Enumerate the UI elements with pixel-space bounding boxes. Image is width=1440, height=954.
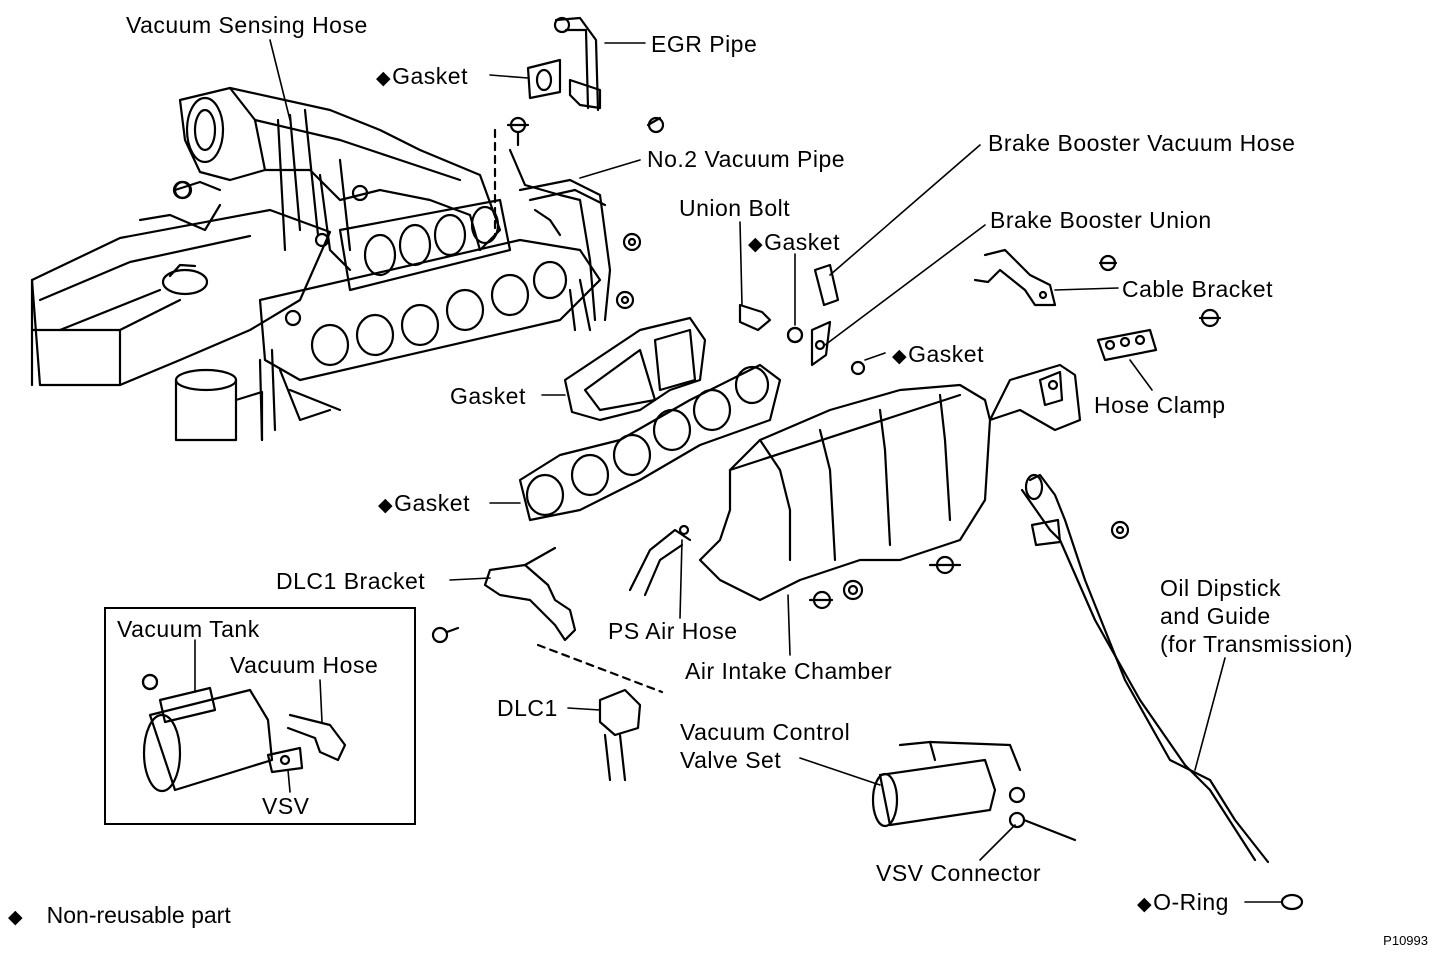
- label-gasket-plain: Gasket: [450, 383, 526, 409]
- label-oil-dipstick-3: (for Transmission): [1160, 631, 1354, 657]
- non-reusable-icon: ◆: [748, 234, 764, 255]
- label-dlc1: DLC1: [497, 695, 558, 721]
- ps-air-hose-part: [628, 524, 692, 597]
- label-vacuum-control-1: Vacuum Control: [680, 719, 851, 745]
- gasket-plenum: [563, 316, 707, 422]
- non-reusable-icon: ◆: [1137, 894, 1153, 915]
- label-gasket-manifold: ◆Gasket: [378, 490, 470, 516]
- bolts: [141, 116, 1222, 691]
- legend: ◆ Non-reusable part: [8, 902, 231, 931]
- oil-dipstick-part: [1020, 473, 1270, 864]
- vsv-part: [266, 746, 304, 774]
- figure-reference: P10993: [1383, 933, 1428, 948]
- label-vsv-connector: VSV Connector: [876, 860, 1042, 886]
- non-reusable-icon: ◆: [8, 907, 23, 928]
- label-vacuum-sensing-hose: Vacuum Sensing Hose: [126, 12, 368, 38]
- label-gasket-union: ◆Gasket: [748, 229, 840, 255]
- label-union-bolt: Union Bolt: [679, 195, 791, 221]
- label-cable-bracket: Cable Bracket: [1122, 276, 1273, 302]
- label-no2-vacuum-pipe: No.2 Vacuum Pipe: [647, 146, 846, 172]
- hose-clamp: [1096, 328, 1158, 362]
- inset-frame: [104, 607, 416, 825]
- vacuum-hose-part: [286, 713, 347, 762]
- dlc1-dashed-line: [536, 643, 664, 694]
- label-oil-dipstick-1: Oil Dipstick: [1160, 575, 1282, 601]
- non-reusable-icon: ◆: [378, 495, 394, 516]
- label-brake-booster-union: Brake Booster Union: [990, 207, 1212, 233]
- vacuum-tank-part: [141, 673, 274, 793]
- egr-pipe: [553, 16, 602, 112]
- o-ring-part: [1280, 893, 1304, 911]
- label-egr-pipe: EGR Pipe: [651, 31, 758, 57]
- label-vsv: VSV: [262, 793, 310, 819]
- engine-block: [30, 180, 332, 442]
- label-brake-booster-vacuum-hose: Brake Booster Vacuum Hose: [988, 130, 1296, 156]
- gasket-manifold: [518, 363, 782, 522]
- label-vacuum-tank: Vacuum Tank: [117, 616, 260, 642]
- intake-manifold-lower: [258, 184, 602, 422]
- legend-text: Non-reusable part: [46, 902, 231, 928]
- label-oil-dipstick-2: and Guide: [1160, 603, 1271, 629]
- non-reusable-icon: ◆: [376, 68, 392, 89]
- non-reusable-icon: ◆: [892, 346, 908, 367]
- brake-booster-parts: [738, 263, 840, 367]
- label-o-ring: ◆O-Ring: [1137, 889, 1229, 915]
- label-dlc1-bracket: DLC1 Bracket: [276, 568, 426, 594]
- vacuum-pipes: [508, 148, 612, 332]
- label-gasket-chamber: ◆Gasket: [892, 341, 984, 367]
- label-air-intake-chamber: Air Intake Chamber: [685, 658, 893, 684]
- label-gasket-egr: ◆Gasket: [376, 63, 468, 89]
- vacuum-control-valve-part: [871, 740, 1077, 842]
- leader-lines: [194, 39, 1283, 903]
- label-vacuum-control-2: Valve Set: [680, 747, 782, 773]
- label-hose-clamp: Hose Clamp: [1094, 392, 1226, 418]
- throttle-body: [178, 86, 502, 272]
- label-vacuum-hose: Vacuum Hose: [230, 652, 379, 678]
- label-ps-air-hose: PS Air Hose: [608, 618, 738, 644]
- cable-bracket: [973, 248, 1057, 307]
- egr-gasket: [526, 58, 562, 100]
- dlc1-part: [598, 688, 642, 782]
- dlc1-bracket-part: [483, 546, 577, 642]
- air-intake-chamber-part: [698, 363, 1082, 602]
